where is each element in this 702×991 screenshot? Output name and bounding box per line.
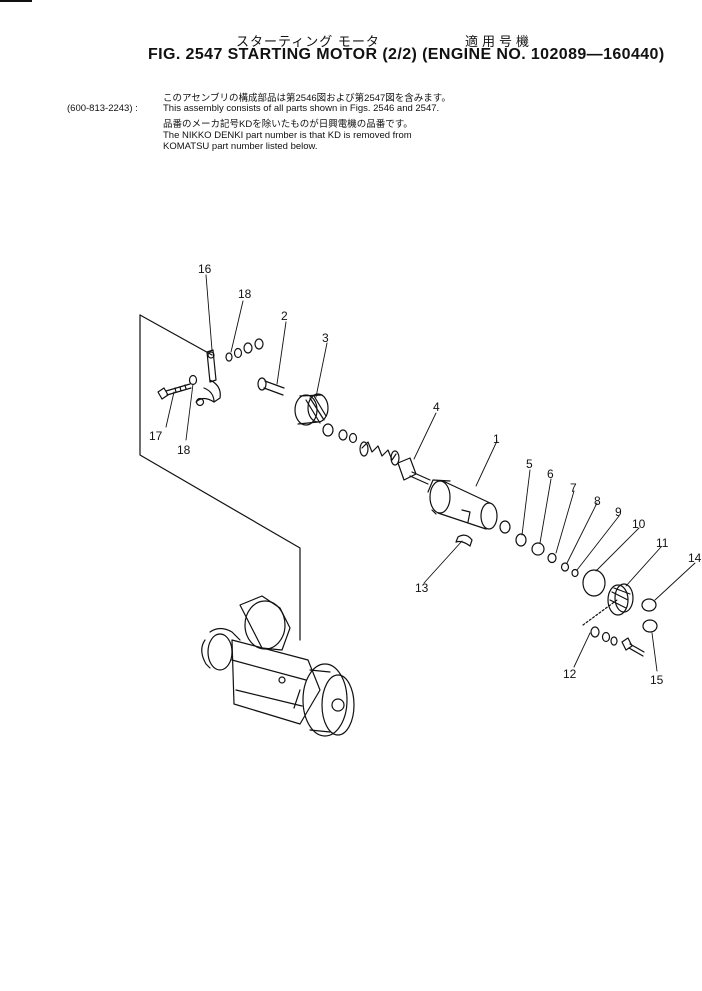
callout-11: 11 [656,536,669,550]
frame-line [139,314,301,641]
fork-lever-part [195,349,221,407]
washer-set-part [225,338,264,362]
japanese-title: スターティング モータ [236,34,380,49]
figure-title: FIG. 2547 STARTING MOTOR (2/2) (ENGINE N… [148,46,665,63]
callout-16: 16 [198,262,212,276]
callout-3: 3 [322,331,329,345]
callout-15: 15 [650,673,664,687]
note-english-partnumber-1: The NIKKO DENKI part number is that KD i… [163,130,412,141]
callout-9: 9 [615,505,622,519]
assembly-part-number: (600-813-2243) : [67,103,138,114]
callout-12: 12 [563,667,577,681]
starting-motor-assembly [201,595,355,737]
top-edge-line [0,0,32,2]
callout-10: 10 [632,517,646,531]
cap-part [641,598,657,612]
note-english-partnumber-2: KOMATSU part number listed below. [163,141,318,152]
callout-2: 2 [281,309,288,323]
pinion-gear-part [294,393,329,426]
ring-part [560,562,570,572]
callout-17: 17 [149,429,163,443]
frame-line [139,314,213,356]
bushing-part [515,533,527,547]
clip-part [455,534,473,547]
callout-leader-lines [165,274,696,672]
pivot-bolt-part [257,377,285,396]
note-japanese-assembly: このアセンブリの構成部品は第2546図および第2547図を含みます。 [163,93,451,104]
callout-7: 7 [570,481,577,495]
cover-bolt-set-part [582,599,645,657]
end-cover-part [607,583,634,616]
callout-13: 13 [415,581,429,595]
ring-part [348,432,358,444]
callout-14: 14 [688,551,702,565]
washer-part [188,374,198,386]
japanese-applicability-label: 適用号機 [465,34,534,49]
callout-6: 6 [547,467,554,481]
callout-5: 5 [526,457,533,471]
cap-part [642,619,658,633]
ring-part [338,429,348,441]
note-english-assembly: This assembly consists of all parts show… [163,103,440,114]
ring-part [571,568,579,578]
callout-4: 4 [433,400,440,414]
drive-housing-part [427,479,498,530]
callout-1: 1 [493,432,500,446]
washer-part [531,542,545,556]
ring-part [322,423,334,437]
callout-8: 8 [594,494,601,508]
o-ring-part [582,569,606,597]
plunger-shaft-part [397,457,431,485]
ring-part [547,552,557,564]
callout-18-upper: 18 [238,287,252,301]
bolt-part [157,383,192,400]
spring-small-part [499,520,511,534]
note-japanese-partnumber: 品番のメーカ記号KDを除いたものが日興電機の品番です。 [163,119,413,130]
callout-18-lower: 18 [177,443,191,457]
spring-part [359,441,400,466]
